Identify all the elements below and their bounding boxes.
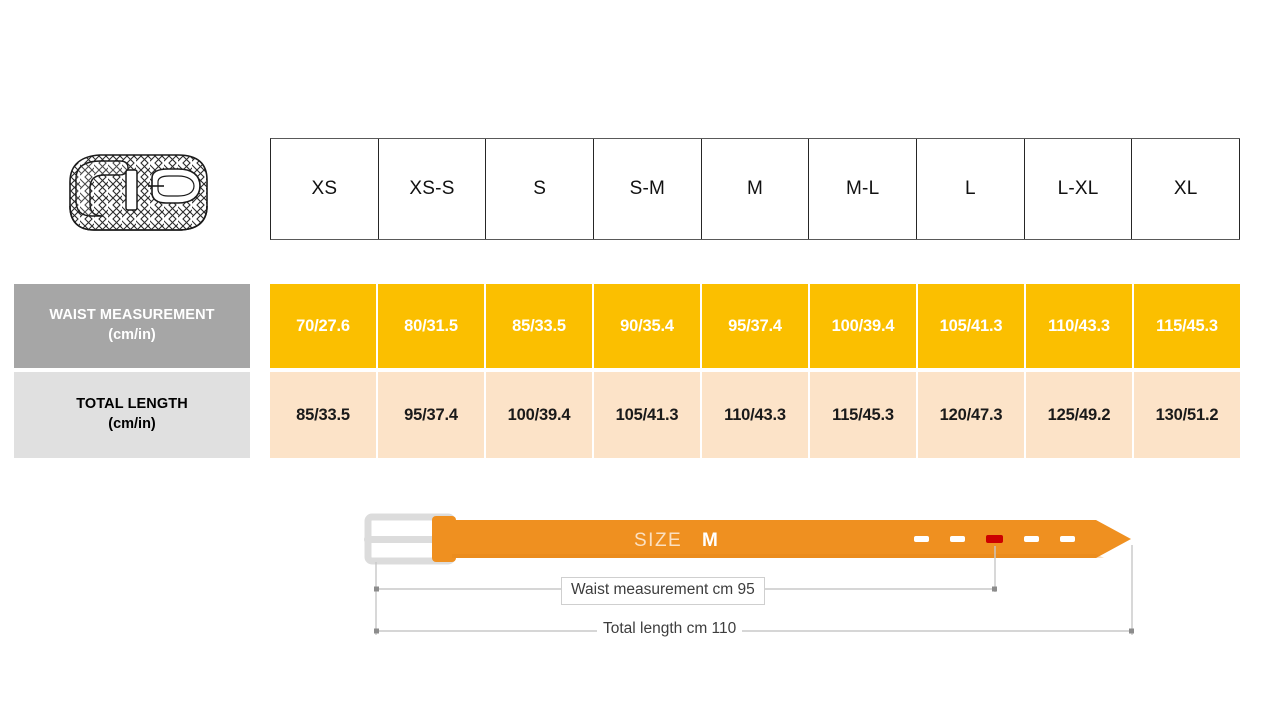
waist-label-line1: WAIST MEASUREMENT	[49, 307, 215, 324]
waist-dimension-label: Waist measurement cm 95	[561, 577, 765, 605]
waist-cell-s-m: 90/35.4	[594, 284, 700, 368]
size-header-table: XS XS-S S S-M M M-L L L-XL XL	[270, 138, 1241, 240]
total-length-cells: 85/33.5 95/37.4 100/39.4 105/41.3 110/43…	[270, 372, 1240, 458]
length-label-line1: TOTAL LENGTH	[76, 396, 188, 413]
waist-cell-m: 95/37.4	[702, 284, 808, 368]
belt-measurement-diagram: SIZE M	[356, 500, 1156, 650]
length-cell-l: 120/47.3	[918, 372, 1024, 458]
size-header-cell-xs-s: XS-S	[379, 139, 487, 239]
size-header-cell-m-l: M-L	[809, 139, 918, 239]
total-length-dimension-label: Total length cm 110	[597, 619, 743, 640]
length-cell-xl: 130/51.2	[1134, 372, 1240, 458]
waist-cell-m-l: 100/39.4	[810, 284, 916, 368]
size-header-cell-l: L	[917, 139, 1025, 239]
size-header-cell-s-m: S-M	[594, 139, 702, 239]
belt-hole-5	[1060, 536, 1075, 542]
waist-cell-s: 85/33.5	[486, 284, 592, 368]
size-header-cell-xs: XS	[271, 139, 379, 239]
waist-measurement-cells: 70/27.6 80/31.5 85/33.5 90/35.4 95/37.4 …	[270, 284, 1240, 368]
waist-measurement-row: WAIST MEASUREMENT (cm/in) 70/27.6 80/31.…	[14, 284, 1240, 368]
belt-hole-4	[1024, 536, 1039, 542]
length-dimension-line	[374, 628, 1134, 634]
size-header-cell-m: M	[702, 139, 810, 239]
length-cell-s: 100/39.4	[486, 372, 592, 458]
length-label-line2: (cm/in)	[108, 416, 156, 432]
length-cell-s-m: 105/41.3	[594, 372, 700, 458]
size-header-cell-xl: XL	[1132, 139, 1241, 239]
total-length-row: TOTAL LENGTH (cm/in) 85/33.5 95/37.4 100…	[14, 372, 1240, 458]
length-cell-l-xl: 125/49.2	[1026, 372, 1132, 458]
length-cell-xs-s: 95/37.4	[378, 372, 484, 458]
braided-belt-illustration	[69, 154, 208, 231]
belt-strap	[452, 520, 1131, 558]
length-cell-m: 110/43.3	[702, 372, 808, 458]
total-length-label: TOTAL LENGTH (cm/in)	[14, 372, 250, 458]
belt-size-prefix: SIZE	[634, 530, 682, 551]
length-cell-m-l: 115/45.3	[810, 372, 916, 458]
waist-cell-xl: 115/45.3	[1134, 284, 1240, 368]
belt-hole-2	[950, 536, 965, 542]
waist-cell-l: 105/41.3	[918, 284, 1024, 368]
waist-cell-xs-s: 80/31.5	[378, 284, 484, 368]
belt-size-value: M	[702, 530, 718, 551]
waist-cell-l-xl: 110/43.3	[1026, 284, 1132, 368]
waist-cell-xs: 70/27.6	[270, 284, 376, 368]
belt-hole-1	[914, 536, 929, 542]
product-belt-icon	[52, 142, 220, 242]
waist-label-line2: (cm/in)	[108, 327, 156, 343]
belt-keeper-loop	[432, 516, 456, 562]
size-header-cell-s: S	[486, 139, 595, 239]
size-header-cell-l-xl: L-XL	[1025, 139, 1133, 239]
length-cell-xs: 85/33.5	[270, 372, 376, 458]
belt-hole-active	[986, 535, 1003, 543]
waist-measurement-label: WAIST MEASUREMENT (cm/in)	[14, 284, 250, 368]
belt-diagram-svg: SIZE M	[364, 513, 1134, 635]
